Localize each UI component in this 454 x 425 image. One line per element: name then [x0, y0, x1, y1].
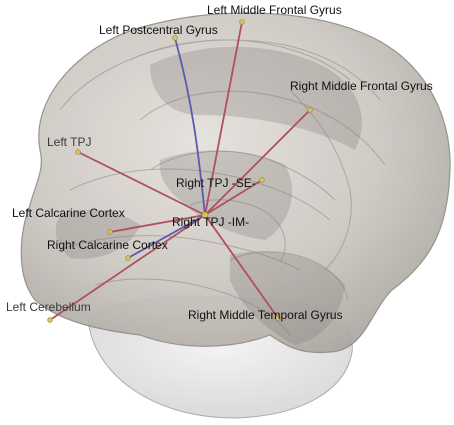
nodes: [47, 19, 313, 323]
connection-right-tpj-im-to-left-postcentral-gyrus: [174, 37, 206, 216]
label-right-tpj-im: Right TPJ -IM-: [172, 215, 249, 229]
node-left-postcentral-gyrus: [172, 35, 178, 41]
connection-right-tpj-im-to-right-calcarine-cortex: [127, 214, 206, 259]
label-right-tpj-se: Right TPJ -SE-: [176, 176, 256, 190]
connection-right-tpj-im-to-left-middle-frontal-gyrus: [204, 21, 243, 216]
connection-right-tpj-im-to-left-cerebellum: [49, 214, 206, 321]
label-left-postcentral-gyrus: Left Postcentral Gyrus: [99, 23, 218, 37]
label-right-middle-frontal-gyrus: Right Middle Frontal Gyrus: [290, 79, 433, 93]
node-right-tpj-im: [201, 211, 209, 219]
node-right-calcarine-cortex: [125, 255, 131, 261]
label-left-cerebellum: Left Cerebellum: [6, 300, 91, 314]
node-right-middle-frontal-gyrus: [307, 107, 313, 113]
label-left-calcarine-cortex: Left Calcarine Cortex: [12, 206, 125, 220]
label-left-middle-frontal-gyrus: Left Middle Frontal Gyrus: [207, 3, 342, 17]
node-right-tpj-se: [259, 177, 265, 183]
node-left-calcarine-cortex: [107, 229, 113, 235]
label-left-tpj: Left TPJ: [47, 135, 91, 149]
region-labels: Left Middle Frontal Gyrus Left Postcentr…: [6, 3, 433, 322]
node-left-tpj: [75, 149, 81, 155]
connection-right-tpj-im-to-right-tpj-se: [204, 179, 263, 216]
connections: [49, 21, 311, 321]
label-right-middle-temporal-gyrus: Right Middle Temporal Gyrus: [188, 308, 343, 322]
node-right-middle-temporal-gyrus: [275, 315, 281, 321]
connection-right-tpj-im-to-right-middle-frontal-gyrus: [204, 109, 311, 216]
gyral-folds: [59, 39, 386, 336]
connection-right-tpj-im-to-left-calcarine-cortex: [109, 214, 206, 233]
node-left-middle-frontal-gyrus: [239, 19, 245, 25]
connection-right-tpj-im-to-right-middle-temporal-gyrus: [204, 214, 279, 319]
connection-right-tpj-im-to-left-tpj: [77, 151, 206, 216]
node-left-cerebellum: [47, 317, 53, 323]
label-right-calcarine-cortex: Right Calcarine Cortex: [47, 238, 168, 252]
